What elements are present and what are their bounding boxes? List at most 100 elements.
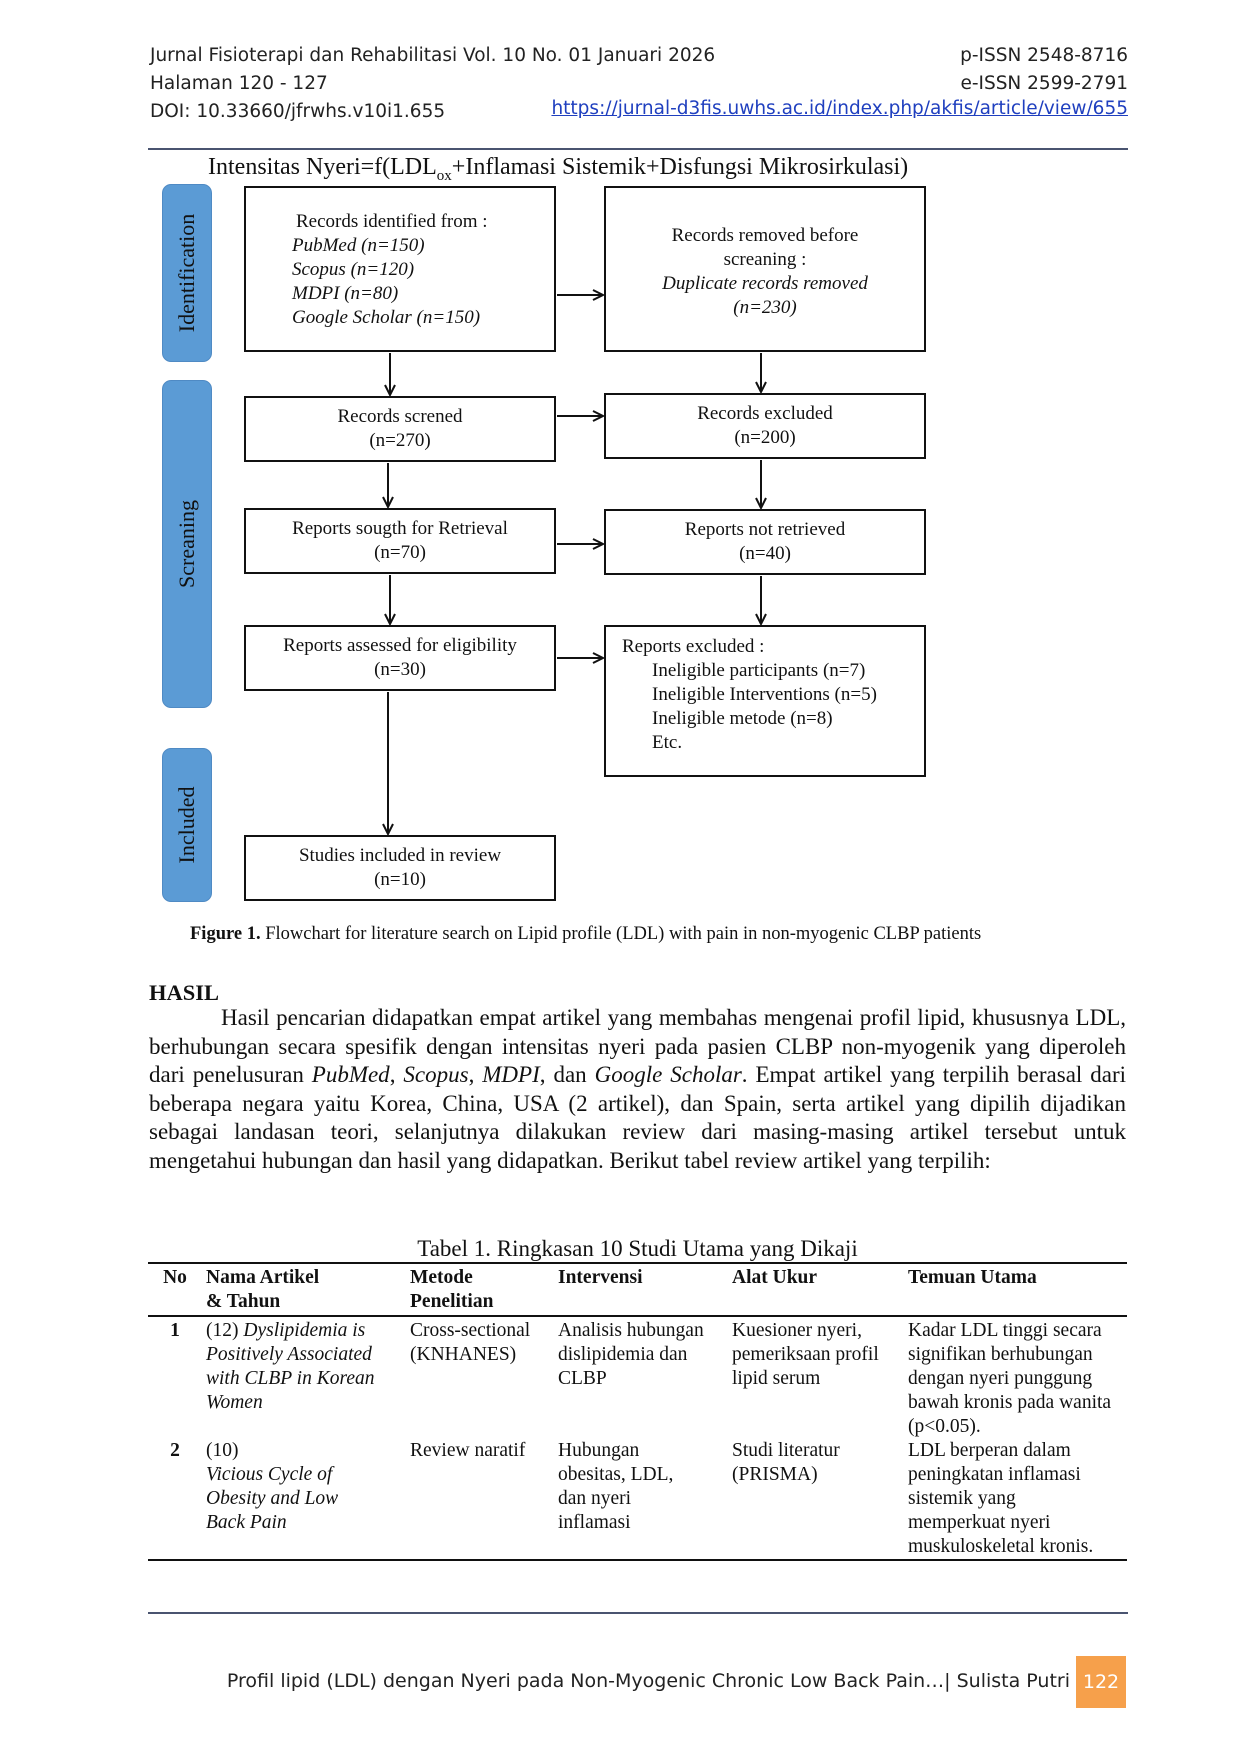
para-part2: . Empat artikel yang terpilih berasal da… [149, 1062, 1126, 1173]
figure-caption: Figure 1. Flowchart for literature searc… [190, 924, 1090, 945]
source-google-scholar: Google Scholar (n=150) [292, 307, 481, 328]
th-no-label: No [163, 1267, 187, 1288]
row2-intervention: Hubungan obesitas, LDL, dan nyeri inflam… [558, 1440, 674, 1533]
section-heading-hasil: HASIL [149, 980, 220, 1005]
th-article: Nama Artikel & Tahun [202, 1263, 406, 1316]
removed-line1: Records removed before [671, 225, 859, 246]
th-article-line2: & Tahun [206, 1291, 281, 1312]
row1-intervention: Analisis hubungan dislipidemia dan CLBP [558, 1320, 704, 1389]
assessed-label: Reports assessed for eligibility [283, 635, 517, 656]
header-divider [148, 148, 1128, 150]
para-part1: Hasil pencarian didapatkan empat artikel… [149, 1005, 1126, 1087]
th-intervention: Intervensi [554, 1263, 728, 1316]
para-sep1: , [389, 1062, 404, 1087]
db-google-scholar: Google Scholar [594, 1062, 742, 1087]
row2-ref: (10) [206, 1440, 239, 1461]
not-retrieved-label: Reports not retrieved [684, 519, 846, 540]
journal-title: Jurnal Fisioterapi dan Rehabilitasi Vol.… [150, 45, 716, 66]
screened-count: (n=270) [369, 430, 431, 451]
th-finding-label: Temuan Utama [908, 1267, 1037, 1288]
th-tool: Alat Ukur [728, 1263, 904, 1316]
footer-divider [148, 1612, 1128, 1614]
screened-label: Records screned [337, 406, 463, 427]
th-tool-label: Alat Ukur [732, 1267, 818, 1288]
table-row: 1 (12) Dyslipidemia is Positively Associ… [148, 1316, 1127, 1439]
running-footer: Profil lipid (LDL) dengan Nyeri pada Non… [226, 1670, 1070, 1692]
db-mdpi: MDPI [482, 1062, 540, 1087]
row2-article: (10) Vicious Cycle of Obesity and Low Bac… [202, 1439, 406, 1560]
box-reports-excluded: Reports excluded : Ineligible participan… [604, 625, 926, 777]
formula-prefix: Intensitas Nyeri=f(LDL [208, 154, 437, 180]
th-method-line1: Metode [410, 1267, 473, 1288]
box-records-identified: Records identified from : PubMed (n=150)… [244, 186, 556, 352]
row1-title: Dyslipidemia is Positively Associated wi… [206, 1320, 375, 1413]
box-reports-sought: Reports sougth for Retrieval (n=70) [244, 508, 556, 574]
box-records-screened: Records screned (n=270) [244, 396, 556, 462]
source-mdpi: MDPI (n=80) [292, 283, 399, 304]
row1-tool: Kuesioner nyeri, pemeriksaan profil lipi… [732, 1320, 879, 1389]
excluded-count: (n=200) [734, 427, 796, 448]
figure-caption-label: Figure 1. [190, 924, 261, 944]
page-range: Halaman 120 - 127 [150, 73, 328, 94]
source-scopus: Scopus (n=120) [292, 259, 415, 280]
th-finding: Temuan Utama [904, 1263, 1127, 1316]
row2-no: 2 [170, 1440, 180, 1461]
identified-title: Records identified from : [296, 211, 488, 232]
p-issn: p-ISSN 2548-8716 [960, 45, 1128, 66]
table-row: 2 (10) Vicious Cycle of Obesity and Low B… [148, 1439, 1127, 1560]
stage-screening: Screaning [162, 380, 212, 708]
box-records-removed: Records removed before screaning : Dupli… [604, 186, 926, 352]
db-scopus: Scopus [403, 1062, 469, 1087]
assessed-count: (n=30) [374, 659, 426, 680]
excluded-etc: Etc. [652, 732, 683, 753]
formula-subscript: ox [436, 167, 452, 184]
excluded-metode: Ineligible metode (n=8) [652, 708, 833, 729]
sought-label: Reports sougth for Retrieval [292, 518, 508, 539]
th-no: No [148, 1263, 202, 1316]
th-article-line1: Nama Artikel [206, 1267, 320, 1288]
table-caption: Tabel 1. Ringkasan 10 Studi Utama yang D… [417, 1236, 858, 1261]
source-pubmed: PubMed (n=150) [292, 235, 425, 256]
doi: DOI: 10.33660/jfrwhs.v10i1.655 [150, 101, 446, 122]
removed-line3: Duplicate records removed [662, 273, 868, 294]
row2-title: Vicious Cycle of Obesity and Low Back Pa… [206, 1464, 339, 1533]
included-label: Studies included in review [298, 845, 502, 866]
row1-finding: Kadar LDL tinggi secara signifikan berhu… [908, 1320, 1112, 1437]
article-url-link[interactable]: https://jurnal-d3fis.uwhs.ac.id/index.ph… [551, 98, 1128, 119]
para-sep2: , [468, 1062, 483, 1087]
e-issn: e-ISSN 2599-2791 [960, 73, 1128, 94]
pain-intensity-formula: Intensitas Nyeri=f(LDLox+Inflamasi Siste… [208, 154, 908, 185]
row1-method: Cross-sectional (KNHANES) [410, 1320, 531, 1365]
box-reports-assessed: Reports assessed for eligibility (n=30) [244, 625, 556, 691]
figure-caption-text: Flowchart for literature search on Lipid… [260, 924, 982, 944]
removed-count: (n=230) [733, 297, 797, 318]
row2-tool: Studi literatur (PRISMA) [732, 1440, 840, 1485]
reports-excluded-title: Reports excluded : [622, 636, 765, 657]
row2-method: Review naratif [410, 1440, 526, 1461]
sought-count: (n=70) [374, 542, 426, 563]
flowchart-arrows [0, 0, 1240, 1000]
db-pubmed: PubMed [311, 1062, 390, 1087]
journal-header-left: Jurnal Fisioterapi dan Rehabilitasi Vol.… [150, 42, 715, 126]
row1-no: 1 [170, 1320, 180, 1341]
excluded-interventions: Ineligible Interventions (n=5) [652, 684, 877, 705]
row2-finding: LDL berperan dalam peningkatan inflamasi… [908, 1440, 1094, 1557]
page-number: 122 [1076, 1656, 1126, 1708]
box-records-excluded: Records excluded (n=200) [604, 393, 926, 459]
formula-suffix: +Inflamasi Sistemik+Disfungsi Mikrosirku… [451, 154, 909, 180]
included-count: (n=10) [374, 869, 426, 890]
stage-included: Included [162, 748, 212, 902]
not-retrieved-count: (n=40) [739, 543, 791, 564]
para-and: , dan [539, 1062, 595, 1087]
stage-identification: Identification [162, 184, 212, 362]
excluded-label: Records excluded [697, 403, 833, 424]
th-method-line2: Penelitian [410, 1291, 494, 1312]
row1-article: (12) Dyslipidemia is Positively Associat… [202, 1316, 406, 1439]
removed-line2: screaning : [723, 249, 807, 270]
row1-ref: (12) [206, 1320, 244, 1341]
th-intervention-label: Intervensi [558, 1267, 643, 1288]
box-reports-not-retrieved: Reports not retrieved (n=40) [604, 509, 926, 575]
journal-header-right: p-ISSN 2548-8716 e-ISSN 2599-2791 [960, 42, 1128, 98]
